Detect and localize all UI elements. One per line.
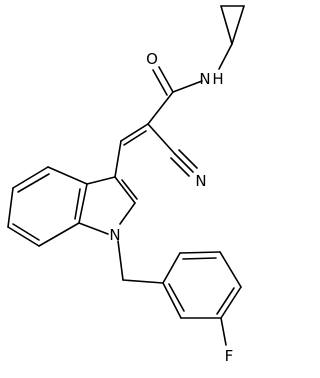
bond-carbonyl-alpha [147,91,174,125]
bond [152,69,168,96]
bond [7,226,40,247]
bond [120,123,149,142]
bond [216,287,235,315]
bond [119,202,136,225]
bond [162,252,181,284]
bond-n-carbonyl [172,80,203,93]
bond [219,251,242,288]
bond-vinyl-indole [114,140,122,178]
amide-h-label: H [212,70,223,88]
bond [12,223,40,241]
bond [231,5,245,45]
bond [162,282,182,319]
bond [7,187,14,228]
fluorine-label: F [225,347,234,365]
alkene-double-bond [120,123,149,146]
bond [123,130,147,146]
amide-n-label: N [199,70,210,88]
bond [114,176,136,204]
bond [174,153,194,173]
indole-benzene-ring [7,166,88,247]
bond [12,166,49,189]
indole-n-label: N [109,226,120,244]
bond [78,183,88,224]
bond [178,149,198,169]
bond [168,283,185,312]
bond-cyclopropyl-n [218,43,233,70]
structure-canvas: O N H N N F [7,5,245,365]
carbonyl-double-bond [152,66,174,96]
bond-c-f [220,317,227,346]
bond [170,157,190,177]
bond [47,166,88,185]
bond [182,257,217,260]
bond-n-ch2 [117,240,124,281]
bond [158,66,174,93]
bond [17,173,50,193]
molecule-drawing: O N H N N F [7,5,245,365]
bond [179,251,221,254]
fluorophenyl-ring [162,251,242,319]
indole-pyrrole-ring [78,176,138,235]
oxygen-label: O [146,50,158,68]
bond [78,222,109,235]
nitrile-triple-bond [170,149,198,177]
bond [220,286,242,319]
bond [38,222,80,247]
bond [74,188,81,220]
nitrile-n-label: N [195,172,206,190]
bond [121,179,138,200]
bond [220,5,233,45]
cyclopropyl-ring [220,5,245,45]
bond-alpha-nitrile [147,123,176,155]
bond-ch2-aryl [122,279,164,284]
bond [86,176,116,185]
